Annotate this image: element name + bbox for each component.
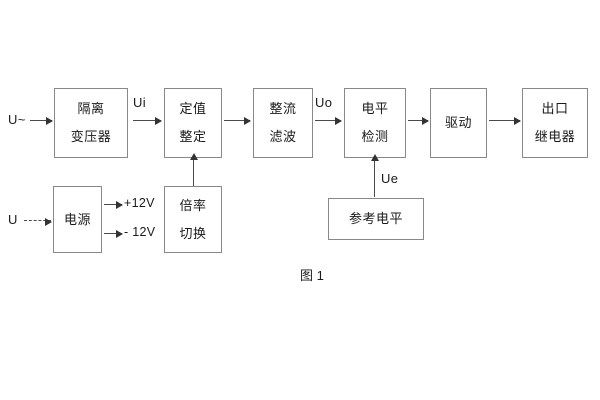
figure-caption: 图 1 [300,268,324,283]
block-setting-value: 定值 整定 [164,88,222,158]
arrow-rectify-filter-to-level-detect [315,116,342,125]
block-rectify-filter-line2: 滤波 [269,129,297,144]
arrow-isolation-transformer-to-setting-value [133,116,162,125]
block-setting-value-line2: 整定 [179,129,207,144]
arrow-ac-input-to-isolation-transformer [30,116,53,125]
block-reference-level: 参考电平 [328,198,424,240]
block-level-detect-line1: 电平 [361,101,389,117]
block-level-detect: 电平 检测 [344,88,406,158]
block-reference-level-line1: 参考电平 [348,211,403,227]
arrow-power-supply-negative-rail [104,229,123,238]
arrow-reference-level-to-level-detect [370,154,379,197]
arrow-setting-value-to-rectify-filter [224,116,251,125]
block-drive: 驱动 [430,88,487,158]
block-power-supply: 电源 [53,186,102,253]
block-output-relay-line1: 出口 [541,101,569,117]
signal-label-uo: Uo [315,95,333,110]
block-isolation-transformer: 隔离 变压器 [54,88,128,158]
block-multiplier-switch-line2: 切换 [179,225,207,241]
input-label-ac: U~ [8,112,26,127]
block-multiplier-switch: 倍率 切换 [164,186,222,253]
arrow-dc-input-to-power-supply [24,217,52,226]
arrow-power-supply-positive-rail [104,200,123,209]
block-drive-line1: 驱动 [444,115,472,131]
block-isolation-transformer-line1: 隔离 [77,101,105,117]
block-multiplier-switch-line1: 倍率 [179,197,207,213]
block-rectify-filter: 整流 滤波 [253,88,313,158]
block-output-relay: 出口 继电器 [522,88,588,158]
block-isolation-transformer-line2: 变压器 [70,129,112,144]
block-output-relay-line2: 继电器 [534,129,576,144]
rail-label-positive-12v: +12V [124,196,155,210]
signal-label-ui: Ui [133,95,146,110]
arrow-level-detect-to-drive [408,116,429,125]
input-label-dc: U [8,212,18,227]
block-setting-value-line1: 定值 [179,101,207,117]
block-rectify-filter-line1: 整流 [269,101,297,117]
arrow-multiplier-switch-to-setting-value [189,153,198,186]
rail-label-negative-12v: - 12V [124,225,156,239]
block-level-detect-line2: 检测 [361,129,389,144]
arrow-drive-to-output-relay [489,116,521,125]
signal-label-ue: Ue [381,171,399,186]
block-power-supply-line1: 电源 [63,211,91,227]
